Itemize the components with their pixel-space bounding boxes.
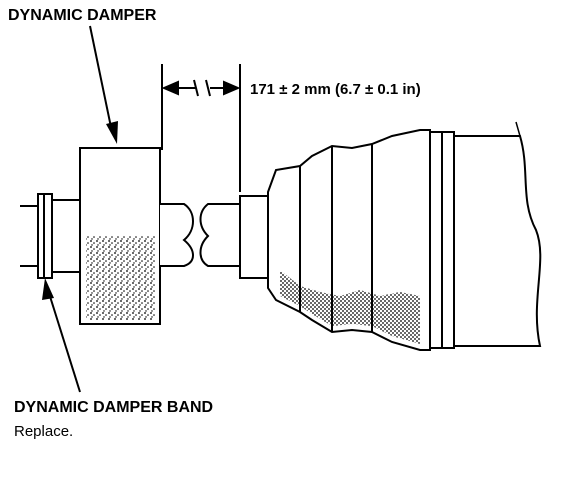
dimension-label: 171 ± 2 mm (6.7 ± 0.1 in) xyxy=(250,81,421,98)
cv-joint-boot xyxy=(239,129,431,351)
dynamic-damper-band-label: DYNAMIC DAMPER BAND xyxy=(14,399,213,416)
band-leader-arrow xyxy=(42,278,81,393)
axle-shaft xyxy=(160,203,240,267)
damper-leader-arrow xyxy=(89,25,118,144)
left-shaft xyxy=(20,205,40,267)
cv-joint-housing xyxy=(429,121,542,349)
damper-band xyxy=(37,193,81,279)
dynamic-damper-body xyxy=(79,147,161,325)
dimension-line xyxy=(161,64,241,192)
replace-note: Replace. xyxy=(14,423,73,440)
dynamic-damper-label: DYNAMIC DAMPER xyxy=(8,7,157,24)
